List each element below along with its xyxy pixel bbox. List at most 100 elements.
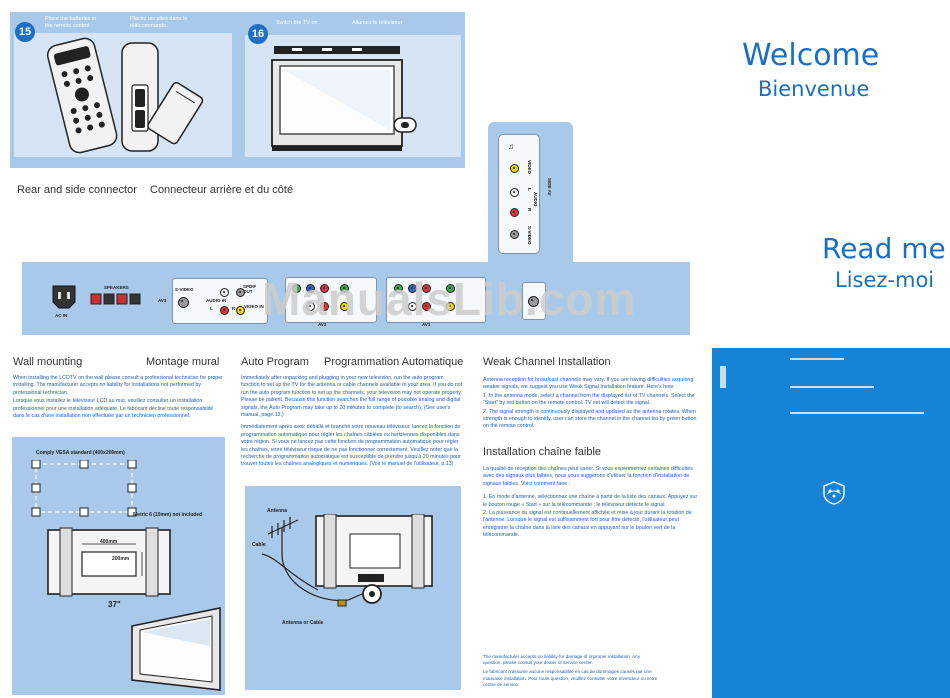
screen-size-label: 37" <box>108 600 121 609</box>
back-cover-fine-print-line <box>790 358 844 360</box>
ohm-75-label: 75 Ω <box>366 574 377 580</box>
back-cover-fine-print-line <box>720 366 726 388</box>
height-200mm-label: 200mm <box>112 556 130 562</box>
av2-label: AV2 <box>318 322 327 327</box>
video-in-jack[interactable] <box>236 306 245 315</box>
back-cover-panel <box>712 348 950 698</box>
weak-title-en: Weak Channel Installation <box>483 356 611 368</box>
av3-audio-l-jack[interactable] <box>220 288 229 297</box>
auto-paragraph-fr: Immédiatement après avoir déballé et bra… <box>241 424 461 468</box>
headphone-jack-icon: ♫ <box>508 142 514 151</box>
av1-video-jack[interactable] <box>446 302 455 311</box>
tv-rear-icon <box>315 514 433 589</box>
step16-number: 16 <box>248 24 268 44</box>
connector-heading-en: Rear and side connector <box>17 184 137 196</box>
weak-intro-fr: La qualité de réception des chaînes peut… <box>483 466 693 487</box>
watermark: ManualsLib.com <box>262 273 637 325</box>
remote-back-icon <box>121 42 159 152</box>
tv-rear-mount-illustration <box>47 527 171 597</box>
auto-paragraph-en: Immediately after unpacking and plugging… <box>241 375 463 419</box>
av3-audio-in-label: AUDIO IN <box>206 298 227 303</box>
readme-title: Read me <box>822 232 946 265</box>
av2-y2-jack[interactable] <box>340 284 349 293</box>
welcome-title: Welcome <box>742 38 880 73</box>
back-cover-fine-print-line <box>790 412 924 414</box>
vesa-standard-label: Comply VESA standard (400x200mm) <box>36 450 125 456</box>
av2-audio-r-jack[interactable] <box>320 302 329 311</box>
video-in-label: VIDEO IN <box>244 304 264 309</box>
side-audio-label: AUDIO <box>533 192 538 207</box>
av1-connector-block <box>386 277 486 323</box>
side-r-label: R <box>527 208 532 212</box>
wall-title-en: Wall mounting <box>13 356 83 368</box>
side-av-label: SIDE AV <box>547 178 552 196</box>
metric-screw-label: Metric 6 (10mm) not included <box>133 512 203 518</box>
side-audio-r-jack[interactable] <box>510 208 519 217</box>
speaker-terminals-icon <box>90 293 141 305</box>
weak-step2-fr: 2. La puissance du signal est continuell… <box>483 510 692 539</box>
ac-in-label: AC IN <box>55 313 68 318</box>
remote-front-icon <box>46 37 118 154</box>
av1-pb-jack[interactable] <box>408 284 417 293</box>
side-svideo-jack[interactable] <box>510 230 519 239</box>
av3-audio-r-jack[interactable] <box>220 306 229 315</box>
weak-title-fr: Installation chaîne faible <box>483 446 602 458</box>
av3-l-label: L <box>210 306 213 311</box>
av3-svideo-jack[interactable] <box>178 297 189 308</box>
footnote-en: The manufacturer accepts no liability fo… <box>483 654 641 666</box>
av1-pr-jack[interactable] <box>422 284 431 293</box>
weak-text-fr: La qualité de réception des chaînes peut… <box>483 466 698 540</box>
antenna-input-jack[interactable] <box>528 296 539 307</box>
width-400mm-label: 400mm <box>100 539 118 545</box>
step16-text-fr: Allumez le téléviseur <box>352 20 403 26</box>
auto-text: Immediately after unpacking and plugging… <box>241 375 463 469</box>
wall-text: When installing the LCDTV on the wall pl… <box>13 375 225 420</box>
av3-r-label: R <box>232 306 236 311</box>
wall-paragraph-en: When installing the LCDTV on the wall pl… <box>13 375 223 396</box>
av2-video-jack[interactable] <box>340 302 349 311</box>
vesa-pattern-illustration <box>31 460 137 517</box>
power-button-zoom-icon <box>393 117 417 133</box>
weak-text-en: Antenna reception for broadcast channels… <box>483 377 698 431</box>
wall-paragraph-fr: Lorsque vous installez le téléviseur LCD… <box>13 398 214 420</box>
tv-front-illustration <box>131 607 221 691</box>
step16-text-en: Switch the TV on <box>276 20 318 26</box>
cable-label: Cable <box>252 542 266 548</box>
step15-text-fr: Placez les piles dans la télécommande. <box>130 16 188 29</box>
tv-top-button-bar <box>274 46 400 54</box>
side-l-label: L <box>527 188 532 191</box>
av2-pr-jack[interactable] <box>320 284 329 293</box>
ac-in-socket-icon <box>52 285 76 309</box>
weak-footnote: The manufacturer accepts no liability fo… <box>483 654 658 688</box>
speakers-label: SPEAKERS <box>104 285 129 290</box>
brand-shield-logo-icon <box>823 481 845 505</box>
step15-number: 15 <box>15 22 35 42</box>
av3-svideo-label: S-VIDEO <box>175 287 194 292</box>
side-audio-l-jack[interactable] <box>510 188 519 197</box>
antenna-or-cable-label: Antenna or Cable <box>282 620 324 626</box>
weak-intro-en: Antenna reception for broadcast channels… <box>483 377 694 391</box>
spdif-out-jack[interactable] <box>236 288 245 297</box>
av2-y-jack[interactable] <box>292 284 301 293</box>
av1-label: AV1 <box>422 322 431 327</box>
av2-audio-l-jack[interactable] <box>306 302 315 311</box>
av1-audio-l-jack[interactable] <box>408 302 417 311</box>
connector-heading-fr: Connecteur arrière et du côté <box>150 184 294 196</box>
weak-step1-fr: 1. En mode d'antenne, sélectionnez une c… <box>483 494 698 508</box>
side-video-jack[interactable] <box>510 164 519 173</box>
av3-label: AV3 <box>158 298 167 303</box>
auto-title-fr: Programmation Automatique <box>324 356 464 368</box>
av1-audio-r-jack[interactable] <box>422 302 431 311</box>
tv-switch-on-illustration <box>271 46 417 151</box>
side-connector-plate <box>498 134 540 254</box>
av1-y-jack[interactable] <box>394 284 403 293</box>
spdif-out-label: SPDIF OUT <box>243 284 257 294</box>
av1-y2-jack[interactable] <box>446 284 455 293</box>
side-svideo-label: S-VIDEO <box>527 226 532 245</box>
step15-text-en: Place the batteries in the remote contro… <box>45 16 97 29</box>
av2-pb-jack[interactable] <box>306 284 315 293</box>
tv-icon <box>271 59 403 151</box>
side-video-label: VIDEO <box>527 160 532 175</box>
wall-title-fr: Montage mural <box>146 356 220 368</box>
auto-title-en: Auto Program <box>241 356 309 368</box>
